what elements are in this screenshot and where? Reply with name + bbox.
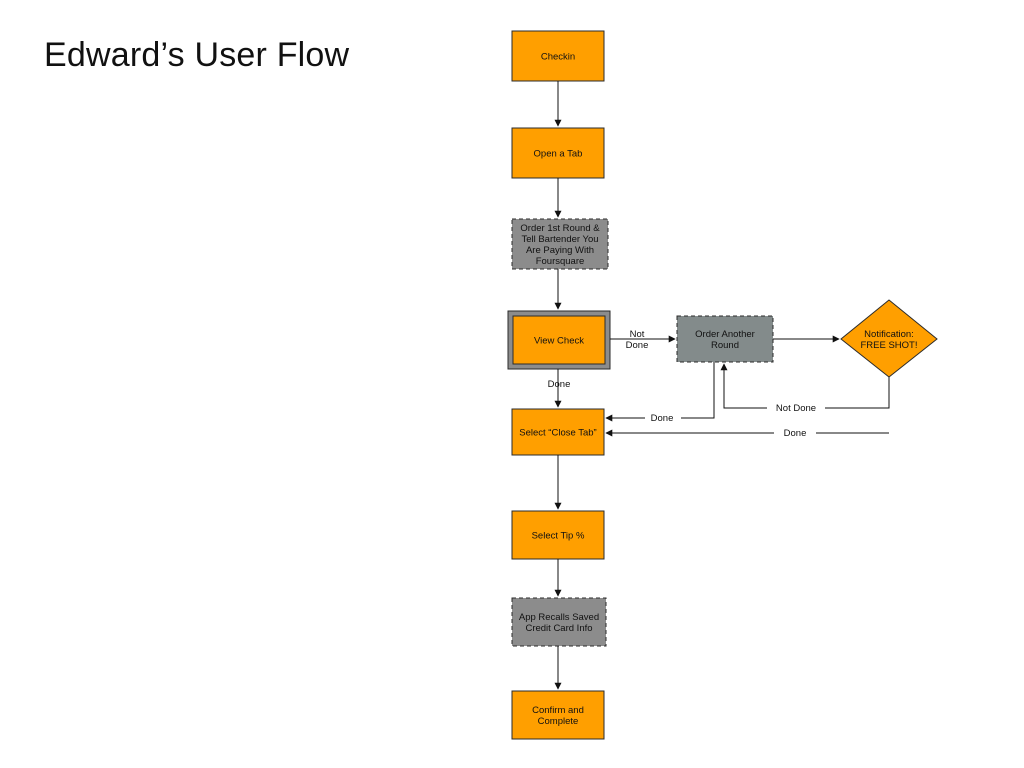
label-line: Tell Bartender You xyxy=(521,234,598,245)
label-line: Are Paying With xyxy=(526,245,594,256)
label-line: Notification: xyxy=(864,329,914,340)
label-line: FREE SHOT! xyxy=(860,340,917,351)
edge-label-done-view: Done xyxy=(548,379,571,390)
label-line: Complete xyxy=(538,716,579,727)
label-line: Order 1st Round & xyxy=(520,223,600,234)
label-line: Checkin xyxy=(541,52,575,63)
label-line: Select “Close Tab” xyxy=(519,428,596,439)
page-title: Edward’s User Flow xyxy=(44,36,350,74)
node-close-tab-label: Select “Close Tab” xyxy=(519,428,596,439)
node-notification-label: Notification:FREE SHOT! xyxy=(860,329,917,351)
label-line: Order Another xyxy=(695,329,755,340)
node-notification: Notification:FREE SHOT! xyxy=(840,299,938,378)
label-line: Done xyxy=(626,340,649,351)
node-view-check-label: View Check xyxy=(534,336,584,347)
node-select-tip: Select Tip % xyxy=(511,510,605,560)
label-line: Credit Card Info xyxy=(525,623,592,634)
node-close-tab: Select “Close Tab” xyxy=(511,408,605,456)
label-line: View Check xyxy=(534,336,584,347)
label-line: App Recalls Saved xyxy=(519,612,599,623)
label-line: Foursquare xyxy=(536,256,585,267)
node-open-tab-label: Open a Tab xyxy=(534,149,583,160)
edge-label-not-done-notif: Not Done xyxy=(776,403,816,414)
node-checkin-label: Checkin xyxy=(541,52,575,63)
node-select-tip-label: Select Tip % xyxy=(532,531,585,542)
label-line: Open a Tab xyxy=(534,149,583,160)
node-open-tab: Open a Tab xyxy=(511,127,605,179)
node-view-check: View Check xyxy=(507,310,611,370)
label-line: Round xyxy=(711,340,739,351)
edge-label-done-order: Done xyxy=(651,413,674,424)
label-line: Confirm and xyxy=(532,705,584,716)
label-line: Select Tip % xyxy=(532,531,585,542)
label-line: Not xyxy=(630,329,645,340)
node-checkin: Checkin xyxy=(511,30,605,82)
edge-order-another-to-close-tab xyxy=(605,362,715,422)
edge-label-done-notif: Done xyxy=(784,428,807,439)
